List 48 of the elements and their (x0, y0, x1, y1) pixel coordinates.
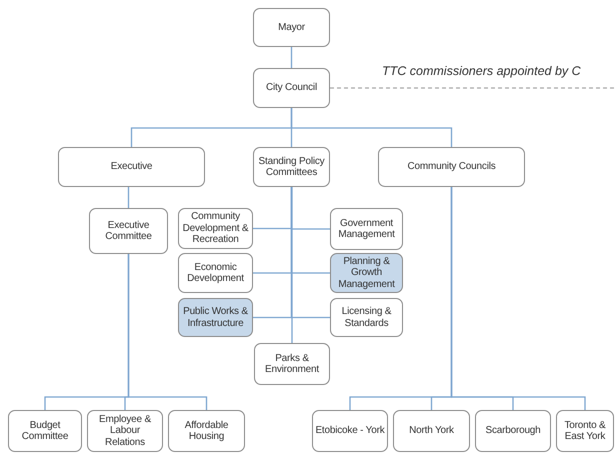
box-label: Executive Committee (104, 220, 153, 242)
box-label: Parks & Environment (264, 352, 320, 376)
box-label: Toronto & East York (563, 420, 606, 442)
org-box (312, 410, 388, 452)
box-label: Community Development & Recreation (182, 211, 250, 246)
org-box (378, 147, 525, 187)
org-box (330, 298, 403, 337)
connector-line (290, 108, 452, 147)
org-box (168, 410, 245, 452)
connector-line (291, 187, 293, 343)
box-label: Budget Committee (20, 420, 70, 442)
org-box (556, 410, 614, 452)
org-box (87, 410, 163, 452)
box-label: Etobicoke - York (315, 425, 385, 437)
org-box (178, 253, 253, 293)
dashed-connector (330, 87, 616, 89)
org-box (330, 253, 403, 293)
org-box (89, 208, 168, 254)
org-box (253, 147, 330, 187)
org-box (330, 208, 403, 250)
box-label: Mayor (278, 22, 305, 34)
box-label: Community Councils (407, 161, 496, 173)
box-label: City Council (266, 82, 317, 94)
org-box (178, 298, 253, 337)
org-box (475, 410, 551, 452)
box-label: Government Management (337, 218, 396, 240)
box-label: Public Works & Infrastructure (182, 306, 249, 329)
org-box (254, 343, 330, 385)
box-label: Licensing & Standards (340, 306, 392, 329)
connector-line (290, 187, 330, 318)
box-label: Affordable Housing (184, 420, 230, 442)
box-label: Scarborough (485, 425, 541, 437)
box-label: Executive (110, 161, 152, 173)
connector-line (128, 187, 130, 208)
org-box (8, 410, 82, 452)
connector-line (128, 254, 208, 410)
box-label: Employee & Labour Relations (98, 414, 152, 448)
box-label: Economic Development (186, 262, 245, 284)
connector-line (290, 47, 292, 68)
box-label: Planning & Growth Management (337, 256, 396, 290)
box-label: North York (409, 425, 454, 437)
org-box (253, 68, 330, 108)
org-box (253, 8, 330, 47)
note-text: TTC commissioners appointed by C (382, 64, 581, 78)
connector-line (450, 187, 586, 410)
box-label: Standing Policy Committees (258, 156, 326, 178)
org-box (393, 410, 470, 452)
org-box (58, 147, 205, 187)
